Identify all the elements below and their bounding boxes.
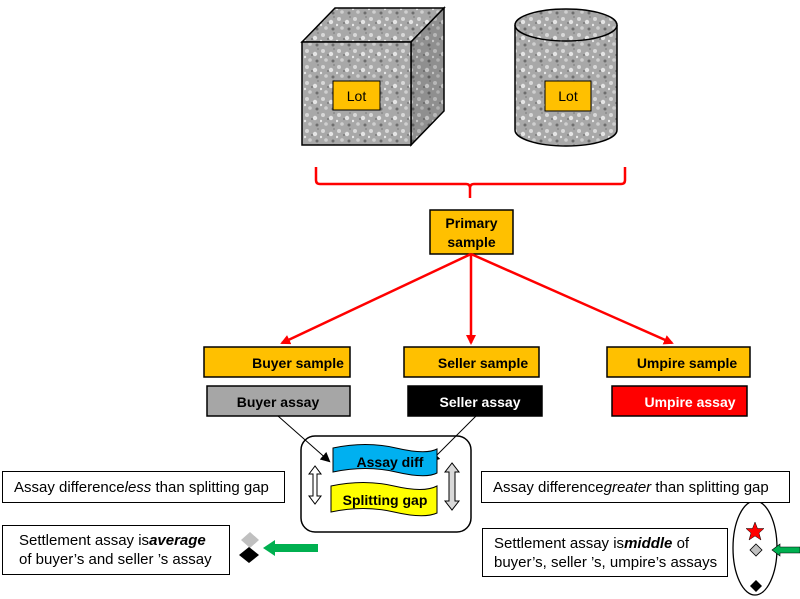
cylinder-lot: Lot <box>514 8 618 147</box>
settlement-average-box: Settlement assay isaverage of buyer’s an… <box>2 525 230 575</box>
condition-greater-box: Assay differencegreater than splitting g… <box>481 471 790 503</box>
dark-diamond-icon <box>239 547 259 563</box>
primary-sample-line2: sample <box>447 234 495 250</box>
primary-sample-box <box>429 209 514 255</box>
cylinder-lot-label: Lot <box>558 88 578 104</box>
settlement-average-emphasis: average <box>149 532 206 549</box>
buyer-assay: Buyer assay <box>206 385 351 417</box>
condition-less-emphasis: less <box>124 479 152 496</box>
cylinder-lot-label-box <box>544 80 592 112</box>
cube-lot: Lot <box>300 6 446 147</box>
buyer-sample-label: Buyer sample <box>252 355 344 371</box>
assay-diff-label: Assay diff <box>357 454 424 470</box>
cube-lot-label-box <box>332 80 381 111</box>
settlement-middle-line2: buyer’s, seller ’s, umpire’s assays <box>494 554 718 571</box>
settlement-middle-emphasis: middle <box>624 535 673 552</box>
seller-assay-connector <box>429 415 477 463</box>
cylinder-top <box>514 8 618 42</box>
condition-greater-emphasis: greater <box>603 479 652 496</box>
left-double-arrow-icon <box>308 465 322 505</box>
green-pointer-arrow-middle <box>771 543 800 557</box>
condition-less-box: Assay differenceless than splitting gap <box>2 471 285 503</box>
seller-sample-label: Seller sample <box>438 355 528 371</box>
umpire-sample-label: Umpire sample <box>637 355 738 371</box>
middle-diamond-icon <box>749 543 763 557</box>
condition-greater-suffix: than splitting gap <box>651 479 769 496</box>
arrow-to-buyer-sample <box>280 252 472 345</box>
primary-sample-line1: Primary <box>445 215 497 231</box>
settlement-average-prefix: Settlement assay is <box>19 532 150 549</box>
settlement-average-line2: of buyer’s and seller ’s assay <box>19 551 212 568</box>
settlement-middle-suffix: of <box>672 535 690 552</box>
seller-assay-label: Seller assay <box>440 394 521 410</box>
splitting-gap-banner <box>330 482 438 517</box>
right-double-arrow-icon <box>443 462 461 511</box>
assay-diff-banner <box>332 444 438 477</box>
condition-greater-prefix: Assay difference <box>493 479 604 496</box>
star-icon <box>745 521 765 541</box>
low-diamond-icon <box>750 580 762 592</box>
buyer-assay-label: Buyer assay <box>237 394 320 410</box>
cube-lot-label: Lot <box>347 88 367 104</box>
seller-assay: Seller assay <box>407 385 543 417</box>
green-pointer-arrow-average <box>263 540 318 556</box>
splitting-gap-label: Splitting gap <box>343 492 428 508</box>
condition-less-prefix: Assay difference <box>14 479 125 496</box>
grouping-brace <box>314 167 627 198</box>
condition-less-suffix: than splitting gap <box>151 479 269 496</box>
umpire-sample: Umpire sample <box>606 346 751 378</box>
umpire-assay: Umpire assay <box>611 385 748 417</box>
seller-sample: Seller sample <box>403 346 540 378</box>
settlement-middle-box: Settlement assay ismiddle of buyer’s, se… <box>482 528 728 577</box>
settlement-middle-prefix: Settlement assay is <box>494 535 625 552</box>
umpire-assay-label: Umpire assay <box>644 394 735 410</box>
buyer-sample: Buyer sample <box>203 346 351 378</box>
arrow-to-umpire-sample <box>470 252 674 345</box>
light-diamond-icon <box>241 532 259 548</box>
buyer-assay-connector <box>277 415 331 463</box>
